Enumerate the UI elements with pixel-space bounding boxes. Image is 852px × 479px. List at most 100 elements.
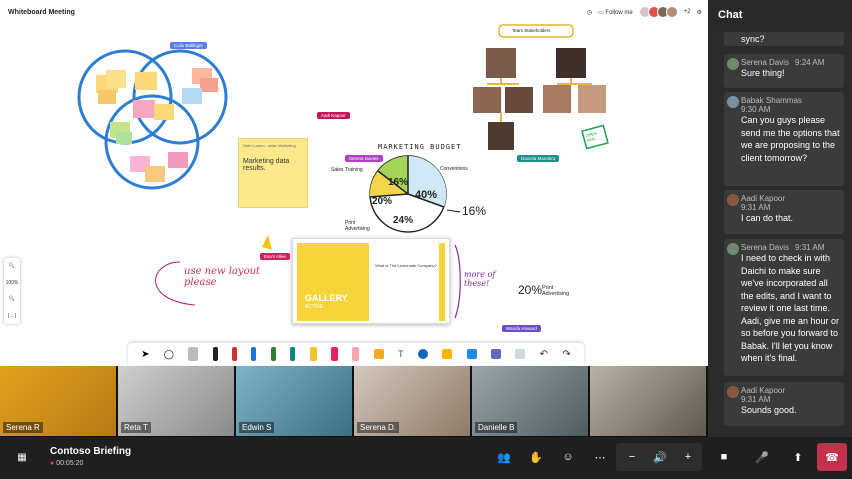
sticky-note-text: Marketing data results. [243,158,290,172]
meeting-controls-bar: ▦ Contoso Briefing ● 00:05:20 👥 ✋ ☺ ⋯ − … [0,437,852,479]
red-handwriting-stroke [155,261,196,306]
cursor-tag-daniela: Daniela Mandera [517,155,560,162]
highlighter-light-icon[interactable] [352,347,360,361]
stakeholders-frame [498,24,574,38]
sticky-notes-cluster [96,68,218,182]
zoom-level: 100% [5,279,19,286]
document-icon[interactable] [515,349,526,359]
people-icon[interactable]: 👥 [497,451,511,464]
slide-card[interactable]: GALLERY ACTIVE What is The Lemonade Comp… [292,238,450,324]
pen-green-icon[interactable] [270,347,276,361]
chart-title: MARKETING BUDGET [378,143,462,151]
meeting-duration: ● 00:05:20 [50,460,84,467]
sticky-note-icon[interactable] [373,349,384,359]
more-options-icon[interactable]: ⋯ [594,451,606,464]
zoom-in-icon[interactable]: 🔍 [8,296,16,303]
stakeholder-photos [473,48,606,150]
share-screen-icon[interactable]: ⬆ [793,451,803,464]
timer-icon[interactable]: ◷ [586,9,593,16]
chart-value: 24% [393,215,414,226]
avatar [665,6,678,18]
chart-value: 16% [388,177,409,188]
volume-down-icon[interactable]: − [628,451,636,463]
select-tool-icon[interactable]: ➤ [141,348,150,360]
marketing-sticky-note[interactable]: Ozie Lucero - data: Marketing Marketing … [238,138,308,208]
yellow-shape-doodle [262,235,272,250]
slide-title: What is The Lemonade Company? [375,263,437,268]
cursor-tag-aadi: Aadi Kapoor [317,112,350,119]
chart-outside-value: 16% [462,204,487,218]
chart-value: 40% [415,189,438,201]
raise-hand-icon[interactable]: ✋ [529,451,543,464]
cursor-tag-colin: Colin Ballinger [170,42,208,49]
undo-icon[interactable]: ↶ [539,348,548,360]
participant-video[interactable]: Edwin S [236,366,352,436]
redo-icon[interactable]: ↷ [562,348,571,360]
microphone-icon[interactable]: 🎤 [755,451,769,464]
reactions-icon[interactable]: ☺ [562,451,574,463]
participant-video[interactable]: Danielle B [472,366,588,436]
stakeholders-title: Team Stakeholders [512,28,551,33]
cursor-tag-serena: Serena Davies [345,155,383,162]
pen-red-icon[interactable] [232,347,238,361]
avatar [727,58,739,70]
whiteboard-title: Whiteboard Meeting [8,9,75,16]
whiteboard-canvas[interactable]: Whiteboard Meeting ◷ ▭ Follow me +2 ⚙ [0,0,708,366]
follow-me-button[interactable]: ▭ Follow me [598,9,633,16]
pen-teal-icon[interactable] [290,347,296,361]
cursor-tag-eva: Eva's Allee [260,253,290,260]
participant-avatars[interactable] [638,6,678,18]
highlighter-yellow-icon[interactable] [309,347,317,361]
purple-bracket [454,244,461,319]
handwriting-note: use new layout please [184,266,261,288]
shapes-icon[interactable] [417,349,428,359]
recording-dot-icon: ● [50,460,55,467]
chat-message: Aadi Kapoor 9:31 AM I can do that. [724,190,844,234]
zoom-controls: 🔍 100% 🔍 [↔] [4,258,20,324]
text-tool-icon[interactable]: T [397,349,404,359]
highlighter-pink-icon[interactable] [330,347,338,361]
slide-accent-bar [439,243,445,321]
participant-video[interactable] [590,366,706,436]
chart-label-sales: Sales Training [331,167,363,173]
participant-video-strip: Serena R Reta T Edwin S Serena D. Daniel… [0,366,708,437]
image-icon[interactable] [466,349,477,359]
participant-video[interactable]: Serena D. [354,366,470,436]
apps-grid-icon[interactable]: ▦ [17,451,27,463]
camera-icon[interactable]: ■ [720,451,728,463]
settings-icon[interactable]: ⚙ [696,9,702,16]
cursor-tag-wanda: Wanda Howard [502,325,541,332]
meeting-title: Contoso Briefing [50,446,132,457]
participant-video[interactable]: Reta T [118,366,234,436]
whiteboard-toolbar: ➤ ◯ T ↶ ↷ [128,343,584,365]
slide-word: GALLERY [305,293,348,303]
lasso-tool-icon[interactable]: ◯ [163,348,174,359]
eraser-tool-icon[interactable] [188,347,199,361]
volume-group [616,443,702,471]
venn-circle [104,94,200,190]
chat-message: Aadi Kapoor 9:31 AM Sounds good. [724,382,844,426]
reactions-icon[interactable] [442,349,453,359]
handwriting-note: more of these! [464,270,496,288]
pen-black-icon[interactable] [212,347,218,361]
chart-value: 20% [372,196,393,207]
volume-up-icon[interactable]: + [684,451,692,463]
hang-up-button[interactable]: ☎ [817,443,847,471]
chat-message: Babak Shammas 9:30 AM Can you guys pleas… [724,92,844,186]
avatar [727,243,739,255]
participant-video[interactable]: Serena R [0,366,116,436]
open-sign-doodle [581,124,609,150]
template-icon[interactable] [490,349,501,359]
avatar [727,194,739,206]
budget-pie [369,155,461,233]
slide-image: GALLERY ACTIVE [297,243,369,321]
zoom-out-icon[interactable]: 🔍 [8,263,16,270]
pen-blue-icon[interactable] [251,347,257,361]
fit-to-screen-icon[interactable]: [↔] [8,312,16,319]
hang-up-icon: ☎ [825,451,839,464]
chat-title: Chat [708,0,852,32]
speaker-icon[interactable]: 🔊 [653,451,667,464]
bottom-label: Print Advertising [542,285,570,297]
